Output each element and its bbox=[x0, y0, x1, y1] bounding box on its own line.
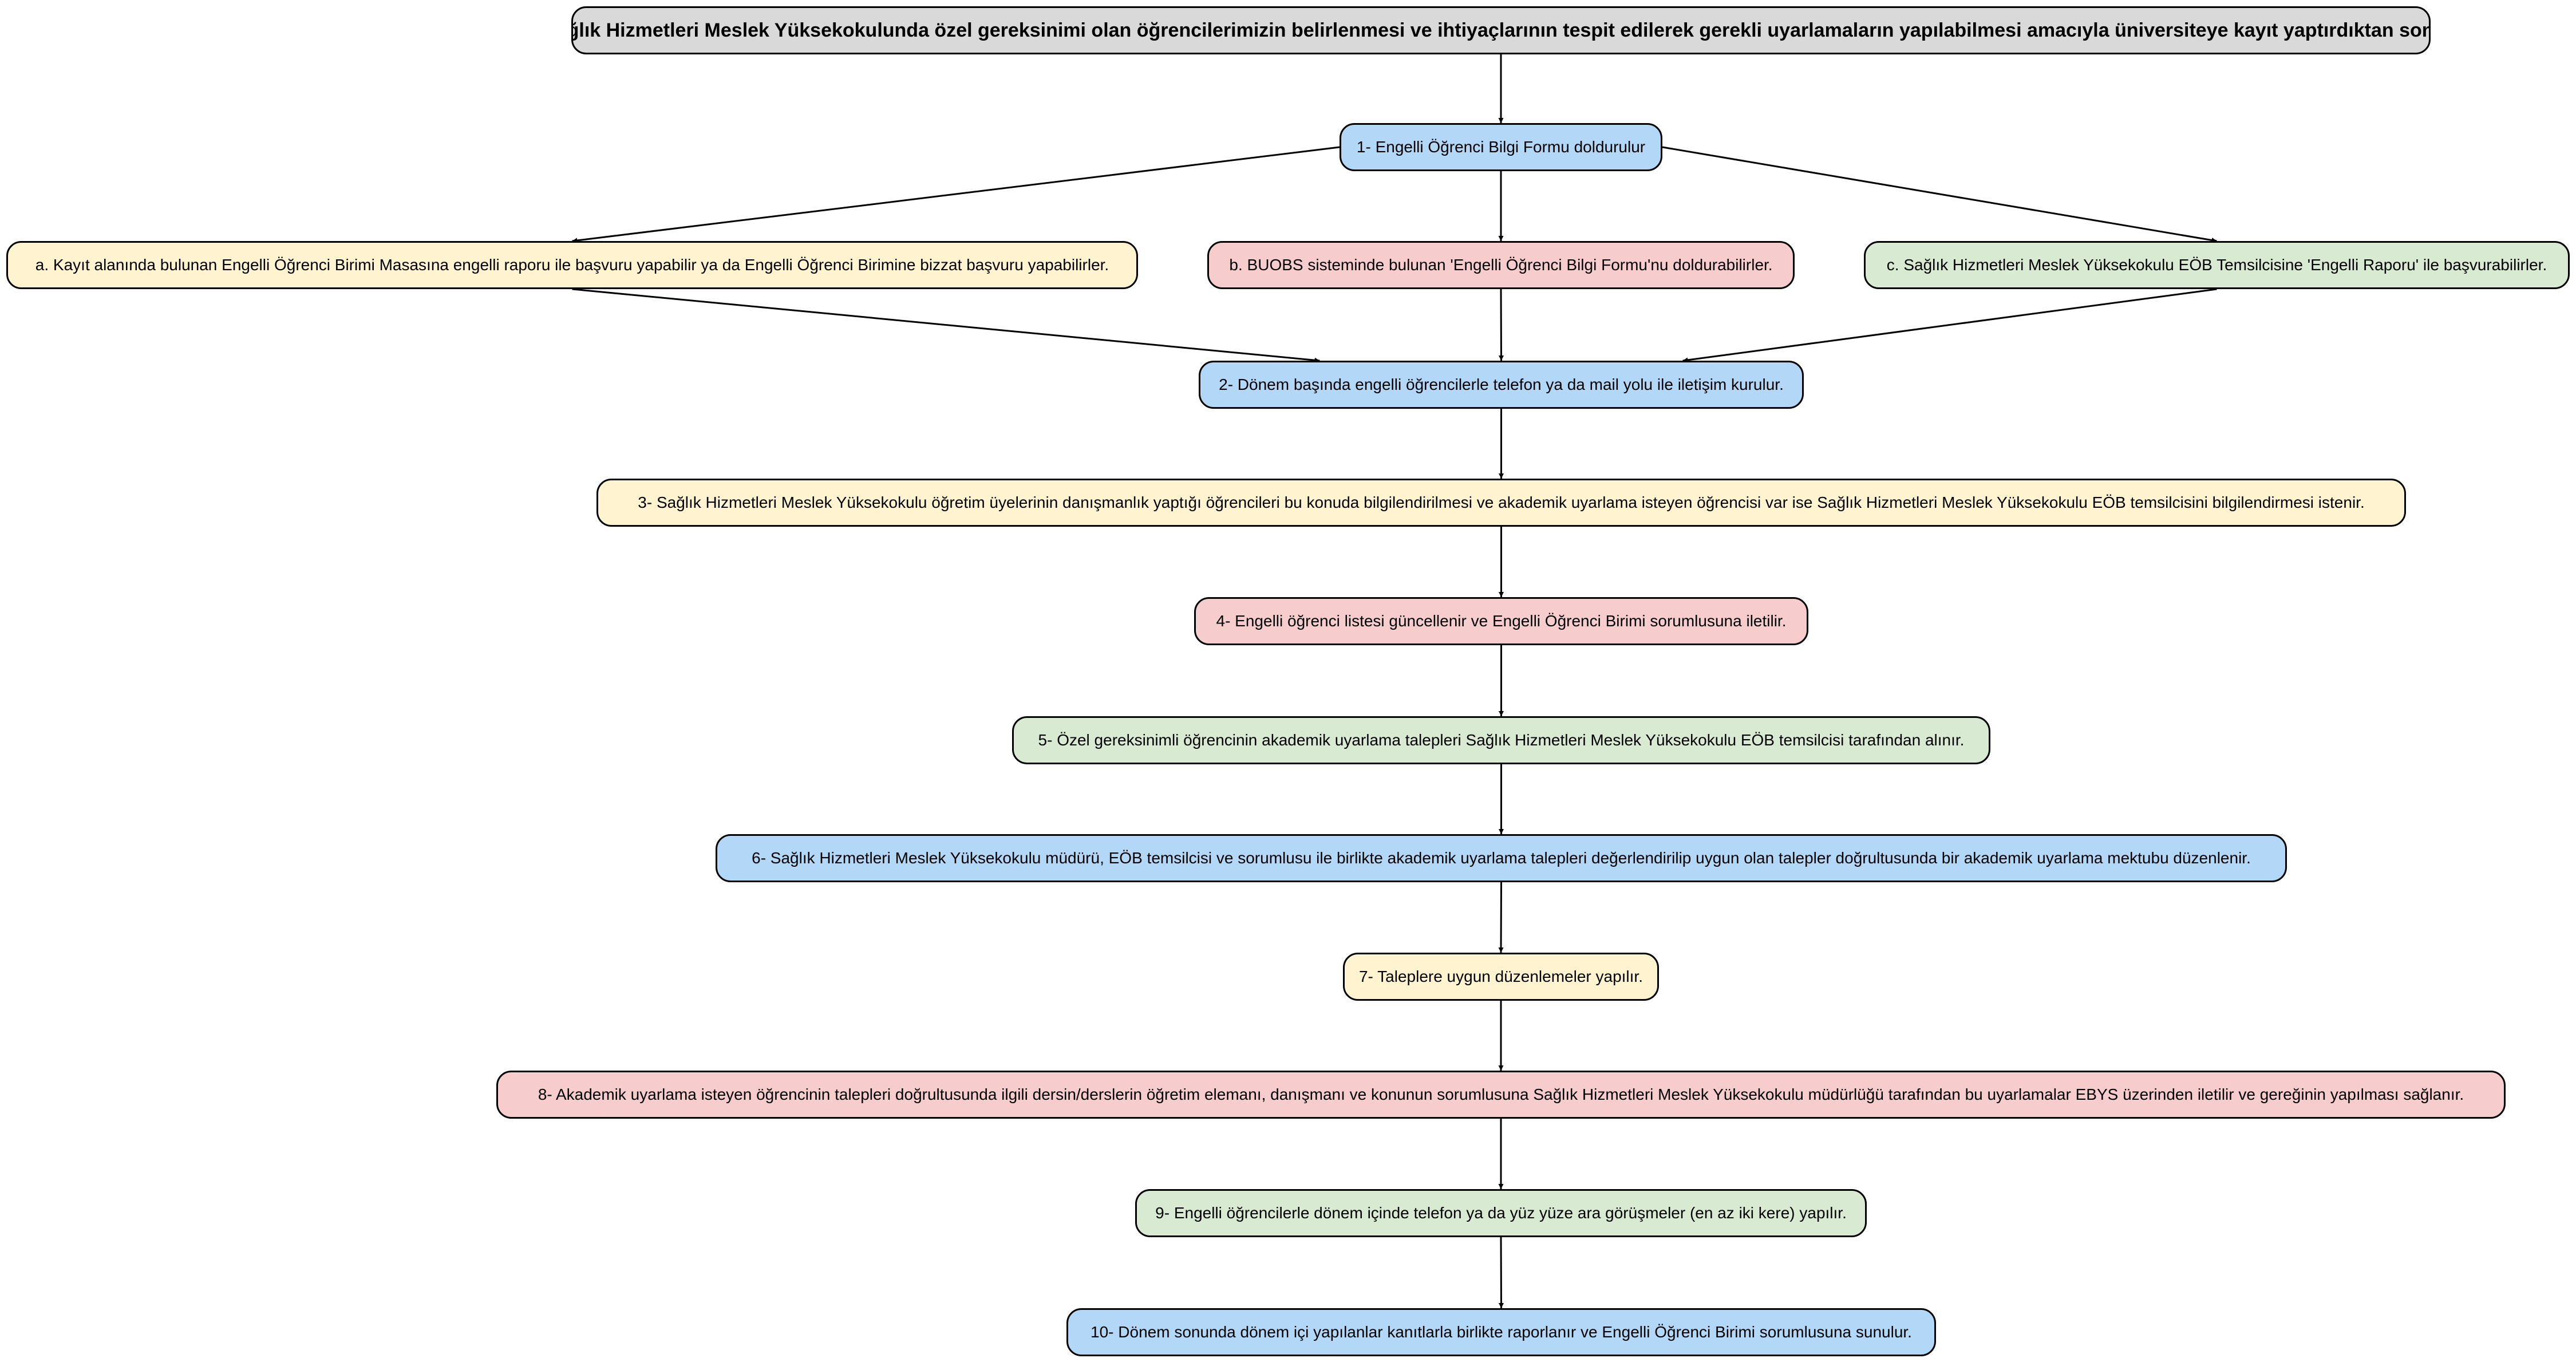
arrow-s9-to-s10 bbox=[1498, 1237, 1504, 1309]
arrow-c-to-s2 bbox=[1682, 288, 2217, 363]
step-10-node: 10- Dönem sonunda dönem içi yapılanlar k… bbox=[1066, 1308, 1936, 1356]
step-9-node: 9- Engelli öğrencilerle dönem içinde tel… bbox=[1135, 1189, 1867, 1237]
step-2-node: 2- Dönem başında engelli öğrencilerle te… bbox=[1199, 361, 1804, 409]
arrow-b-to-s2 bbox=[1498, 289, 1504, 361]
step-8-node: 8- Akademik uyarlama isteyen öğrencinin … bbox=[496, 1071, 2506, 1119]
intro-node: Sağlık Hizmetleri Meslek Yüksekokulunda … bbox=[571, 6, 2431, 54]
option-c-node: c. Sağlık Hizmetleri Meslek Yüksekokulu … bbox=[1864, 241, 2570, 289]
option-b-node: b. BUOBS sisteminde bulunan 'Engelli Öğr… bbox=[1207, 241, 1795, 289]
option-a-node: a. Kayıt alanında bulunan Engelli Öğrenc… bbox=[6, 241, 1138, 289]
step-6-node: 6- Sağlık Hizmetleri Meslek Yüksekokulu … bbox=[716, 834, 2287, 882]
step-5-node: 5- Özel gereksinimli öğrencinin akademik… bbox=[1012, 716, 1990, 764]
arrow-s1-to-c bbox=[1662, 146, 2217, 243]
arrow-s1-to-a bbox=[572, 146, 1340, 243]
step-7-node: 7- Taleplere uygun düzenlemeler yapılır. bbox=[1343, 953, 1659, 1001]
step-1-node: 1- Engelli Öğrenci Bilgi Formu doldurulu… bbox=[1340, 123, 1662, 171]
step-3-node: 3- Sağlık Hizmetleri Meslek Yüksekokulu … bbox=[596, 479, 2406, 527]
arrow-a-to-s2 bbox=[572, 288, 1320, 363]
step-4-node: 4- Engelli öğrenci listesi güncellenir v… bbox=[1194, 597, 1808, 645]
arrow-s6-to-s7 bbox=[1498, 882, 1504, 953]
